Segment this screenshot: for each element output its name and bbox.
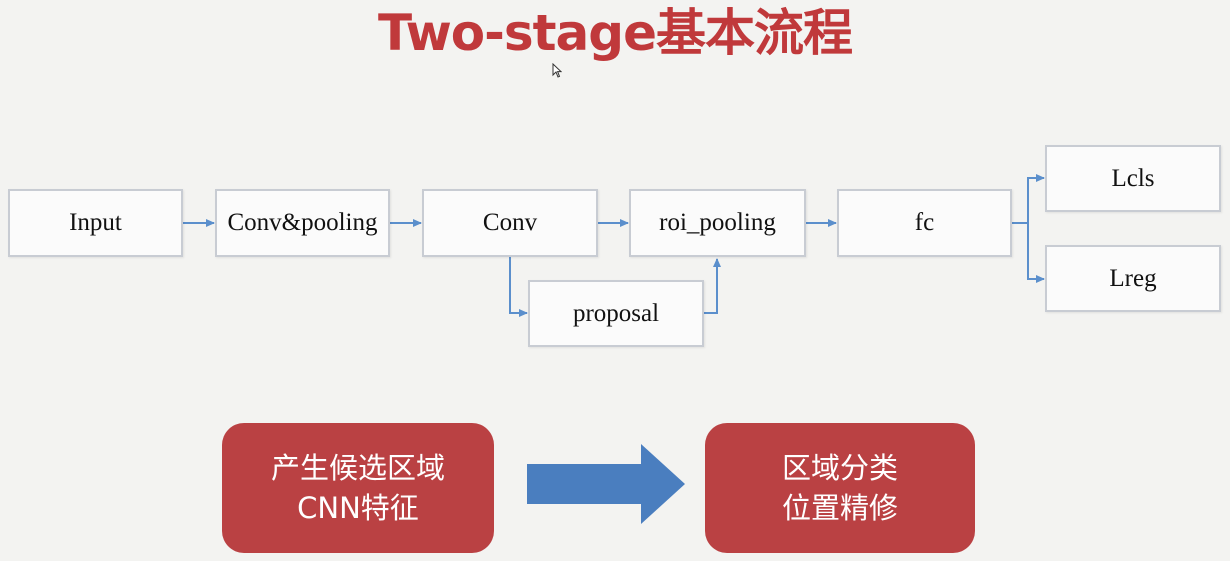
right-arrow-icon <box>527 444 685 524</box>
mouse-cursor-icon <box>552 63 562 78</box>
stage-box-right-line1: 区域分类 <box>781 451 898 485</box>
stage-box-region-proposal: 产生候选区域 CNN特征 <box>222 423 494 553</box>
node-roi-pooling: roi_pooling <box>629 189 806 257</box>
node-proposal: proposal <box>528 280 704 347</box>
arrow-proposal-to-roi-pooling <box>704 258 721 314</box>
arrow-fc-to-lcls <box>1027 174 1045 223</box>
page-title: Two-stage基本流程 <box>377 4 853 62</box>
stage-box-left-line1: 产生候选区域 <box>270 451 445 485</box>
arrow-fc-to-lreg <box>1027 223 1045 283</box>
stage-box-left-line2: CNN特征 <box>297 491 419 525</box>
node-input: Input <box>8 189 183 257</box>
node-fc: fc <box>837 189 1012 257</box>
node-lreg: Lreg <box>1045 245 1221 312</box>
stage-box-classification: 区域分类 位置精修 <box>705 423 975 553</box>
stage-box-right-line2: 位置精修 <box>781 491 898 525</box>
node-lcls: Lcls <box>1045 145 1221 212</box>
node-conv: Conv <box>422 189 598 257</box>
arrow-conv-to-proposal <box>509 257 528 317</box>
node-conv-pooling: Conv&pooling <box>215 189 390 257</box>
